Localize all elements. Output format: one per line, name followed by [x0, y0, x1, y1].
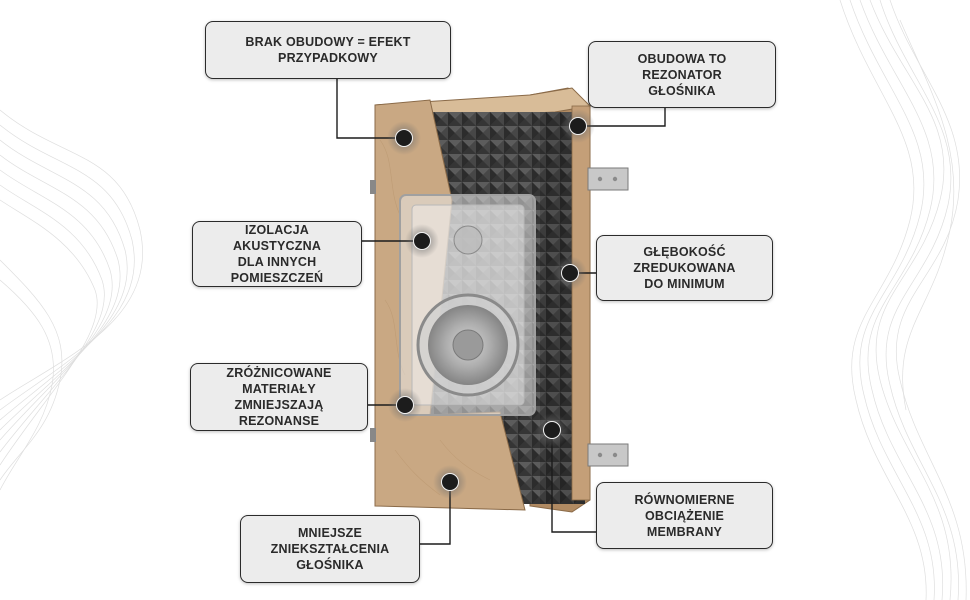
callout-no-enclosure-text: BRAK OBUDOWY = EFEKT PRZYPADKOWY — [245, 35, 411, 65]
marker-no-enclosure — [387, 121, 421, 155]
callout-enclosure-resonator-text: OBUDOWA TO REZONATOR GŁOŚNIKA — [637, 51, 727, 98]
marker-even-membrane-load — [535, 413, 569, 447]
mounting-bracket-top — [587, 167, 629, 191]
callout-depth-reduced: GŁĘBOKOŚĆ ZREDUKOWANA DO MINIMUM — [596, 235, 773, 301]
callout-enclosure-resonator: OBUDOWA TO REZONATOR GŁOŚNIKA — [588, 41, 776, 108]
marker-acoustic-isolation — [405, 224, 439, 258]
marker-varied-materials — [388, 388, 422, 422]
callout-no-enclosure: BRAK OBUDOWY = EFEKT PRZYPADKOWY — [205, 21, 451, 79]
callout-less-distortion-text: MNIEJSZE ZNIEKSZTAŁCENIA GŁOŚNIKA — [270, 526, 390, 572]
marker-depth-reduced — [553, 256, 587, 290]
callout-even-membrane-load: RÓWNOMIERNE OBCIĄŻENIE MEMBRANY — [596, 482, 773, 549]
callout-less-distortion: MNIEJSZE ZNIEKSZTAŁCENIA GŁOŚNIKA — [240, 515, 420, 583]
callout-varied-materials-text: ZRÓŻNICOWANE MATERIAŁY ZMNIEJSZAJĄ REZON… — [226, 366, 332, 428]
left-wave-decoration — [0, 109, 143, 491]
callout-acoustic-isolation: IZOLACJA AKUSTYCZNA DLA INNYCH POMIESZCZ… — [192, 221, 362, 287]
connector-lines — [336, 79, 666, 545]
callout-even-membrane-load-text: RÓWNOMIERNE OBCIĄŻENIE MEMBRANY — [634, 492, 735, 539]
callout-depth-reduced-text: GŁĘBOKOŚĆ ZREDUKOWANA DO MINIMUM — [633, 245, 736, 291]
callout-acoustic-isolation-text: IZOLACJA AKUSTYCZNA DLA INNYCH POMIESZCZ… — [230, 223, 324, 285]
marker-less-distortion — [433, 465, 467, 499]
callout-varied-materials: ZRÓŻNICOWANE MATERIAŁY ZMNIEJSZAJĄ REZON… — [190, 363, 368, 431]
marker-enclosure-resonator — [561, 109, 595, 143]
mounting-bracket-bottom — [587, 443, 629, 467]
right-wave-decoration — [839, 0, 967, 600]
